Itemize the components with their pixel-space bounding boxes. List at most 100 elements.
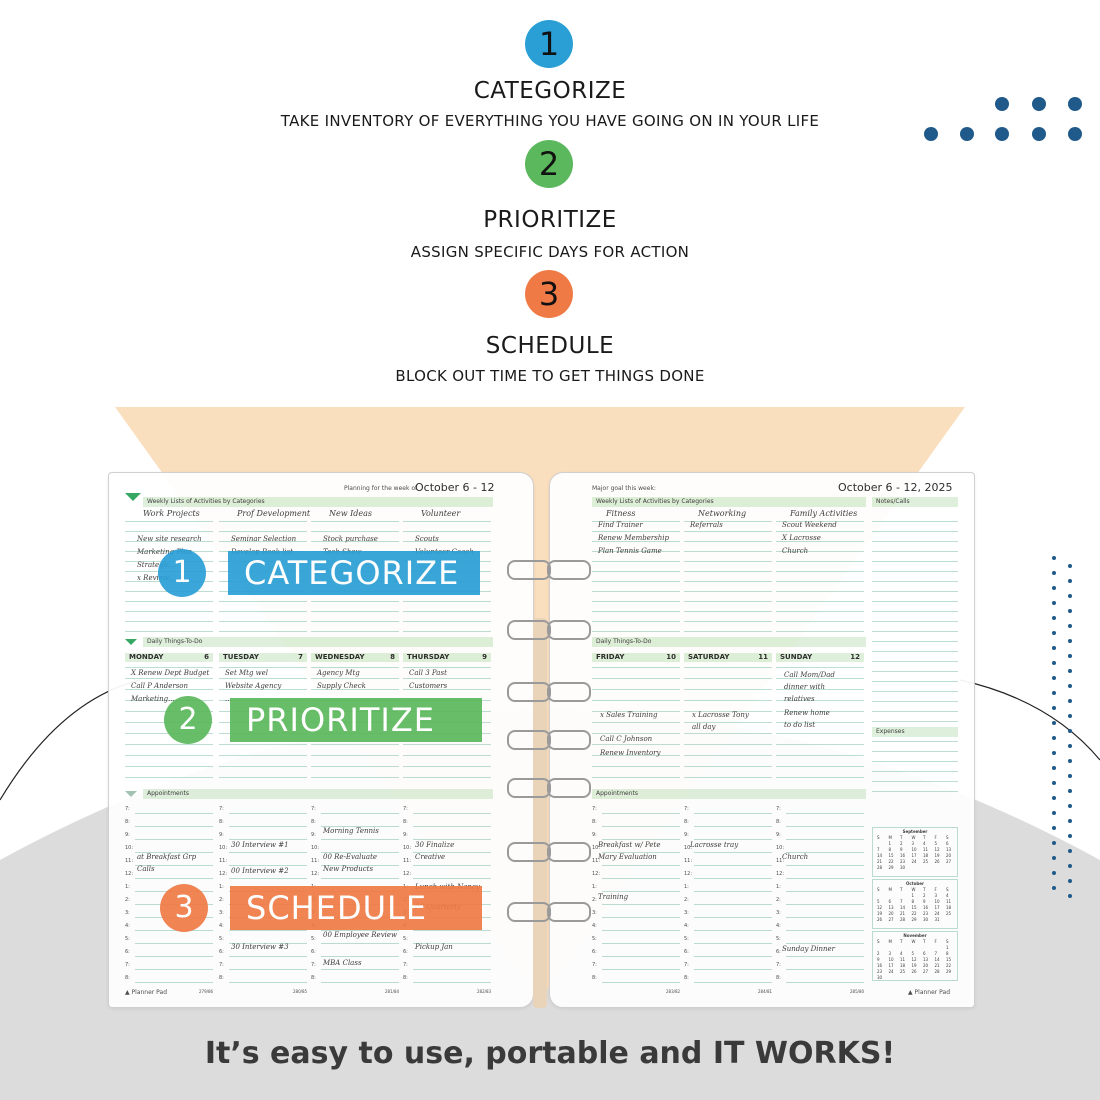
mini-calendar-day: 30: [877, 975, 883, 980]
decorative-dot: [1052, 676, 1056, 680]
ruled-line: [135, 930, 213, 931]
ruled-line: [592, 722, 680, 723]
mini-calendar-day: 16: [900, 853, 906, 858]
mini-calendar-day: 21: [934, 963, 940, 968]
ruled-line: [786, 813, 864, 814]
ruled-line: [125, 678, 213, 679]
ruled-line: [592, 611, 680, 612]
hour-label: 6:: [592, 949, 597, 955]
mini-calendar-weekday: M: [888, 835, 892, 840]
binder-ring: [507, 620, 551, 640]
binder-spine: [533, 618, 547, 1008]
mini-calendar-day: 10: [934, 899, 940, 904]
category-item: Stock purchase: [323, 535, 378, 543]
mini-calendar-day: 23: [877, 969, 883, 974]
mini-calendar-day: 19: [934, 853, 940, 858]
mini-calendar-day: 21: [877, 859, 883, 864]
decorative-dot: [1052, 736, 1056, 740]
ruled-line: [684, 631, 772, 632]
ruled-line: [776, 591, 864, 592]
ruled-line: [403, 744, 491, 745]
mini-calendar-day: 14: [877, 853, 883, 858]
page-number: 284/81: [758, 989, 773, 994]
ruled-line: [125, 521, 213, 522]
mini-calendar-day: 23: [923, 911, 929, 916]
ruled-line: [311, 755, 399, 756]
expenses-bar: Expenses: [872, 727, 958, 737]
ruled-line: [872, 621, 958, 622]
ruled-line: [229, 839, 307, 840]
hour-label: 5:: [219, 936, 224, 942]
ruled-line: [694, 865, 772, 866]
ruled-line: [776, 678, 864, 679]
ruled-line: [776, 722, 864, 723]
todo-item: X Renew Dept Budget: [131, 669, 210, 677]
mini-calendar-weekday: F: [934, 939, 937, 944]
decorative-dot: [1052, 556, 1056, 560]
decorative-dot: [1068, 578, 1072, 583]
category-header: Networking: [698, 509, 747, 518]
ruled-line: [403, 541, 491, 542]
hour-label: 10:: [403, 845, 412, 851]
ruled-line: [321, 956, 399, 957]
step-3-title: SCHEDULE: [485, 333, 615, 359]
left-appointments-bar: Appointments: [143, 789, 493, 799]
ruled-line: [135, 969, 213, 970]
ruled-line: [321, 878, 399, 879]
mini-calendar-weekday: T: [923, 887, 926, 892]
mini-calendar-day: 6: [888, 899, 892, 904]
appointment-entry: 00 Re-Evaluate: [323, 853, 378, 861]
appointment-entry: 30 Interview #3: [231, 943, 289, 951]
ruled-line: [219, 601, 307, 602]
hour-label: 8:: [776, 975, 781, 981]
ruled-line: [684, 667, 772, 668]
planner-logo-icon: ▲: [908, 989, 913, 996]
todo-item: to do list: [784, 721, 816, 729]
mini-calendar-day: 11: [946, 899, 952, 904]
mini-calendar-day: 8: [888, 847, 892, 852]
category-item: Referrals: [690, 521, 723, 529]
binder-ring: [547, 902, 591, 922]
ruled-line: [684, 521, 772, 522]
mini-calendar-weekday: T: [923, 939, 926, 944]
ruled-line: [684, 541, 772, 542]
ruled-line: [125, 667, 213, 668]
mini-calendar-day: 28: [934, 969, 940, 974]
hour-label: 11:: [776, 858, 785, 864]
ruled-line: [776, 621, 864, 622]
ruled-line: [872, 521, 958, 522]
appointment-entry: Church: [782, 853, 809, 861]
ruled-line: [125, 689, 213, 690]
hour-label: 8:: [311, 975, 316, 981]
ruled-line: [602, 878, 680, 879]
ruled-line: [321, 982, 399, 983]
mini-calendar-weekday: W: [911, 887, 916, 892]
category-item: Church: [782, 547, 809, 555]
ruled-line: [592, 678, 680, 679]
hour-label: 6:: [684, 949, 689, 955]
ruled-line: [592, 541, 680, 542]
hour-label: 8:: [684, 819, 689, 825]
mini-calendar-day: 6: [946, 841, 949, 846]
mini-calendar-day: 30: [900, 865, 906, 870]
ruled-line: [321, 930, 399, 931]
ruled-line: [872, 591, 958, 592]
ruled-line: [229, 878, 307, 879]
right-appointments-bar: Appointments: [592, 789, 866, 799]
ruled-line: [125, 601, 213, 602]
ruled-line: [786, 956, 864, 957]
mini-calendar-weekday: S: [877, 939, 880, 944]
mini-calendar-day: 13: [888, 905, 894, 910]
hour-label: 11:: [125, 858, 134, 864]
ruled-line: [694, 826, 772, 827]
page-number: 282/83: [477, 989, 492, 994]
ruled-line: [592, 581, 680, 582]
ruled-line: [776, 581, 864, 582]
mini-calendar-day: 27: [923, 969, 929, 974]
ruled-line: [403, 621, 491, 622]
decorative-dot: [1068, 713, 1072, 718]
ruled-line: [872, 541, 958, 542]
ruled-line: [592, 777, 680, 778]
mini-calendar-day: 18: [923, 853, 929, 858]
